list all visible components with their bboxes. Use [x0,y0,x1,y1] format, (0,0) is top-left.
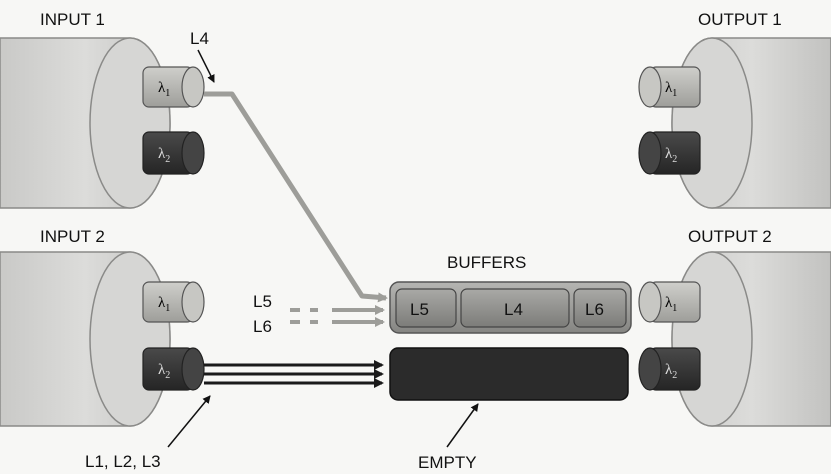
output-1-label: OUTPUT 1 [698,10,782,29]
l6-label: L6 [253,317,272,336]
output-2-lambda2-channel: λ2 [639,348,700,390]
input-2-drum [0,252,170,426]
l4-path [204,94,386,298]
output-2-lambda1-channel: λ1 [639,282,700,322]
l123-label: L1, L2, L3 [85,452,161,471]
empty-buffer-block [390,348,628,400]
buffer-slot-3-label: L6 [585,300,604,319]
output-2-label: OUTPUT 2 [688,227,772,246]
empty-pointer [447,404,478,447]
l1-l2-l3-paths [204,365,382,383]
buffer-slot-1-label: L5 [410,300,429,319]
output-2-drum [672,252,831,426]
input-2-lambda1-channel: λ1 [143,282,204,322]
buffers-label: BUFFERS [447,253,526,272]
l5-label: L5 [253,292,272,311]
empty-label: EMPTY [418,453,477,472]
input-1-lambda2-channel [143,132,204,174]
input-1-drum [0,38,170,208]
buffers-block: L5 L4 L6 [390,282,631,333]
input-2-lambda2-channel [143,348,204,390]
buffer-slot-2-label: L4 [504,300,523,319]
output-1-lambda1-channel: λ1 [639,67,700,107]
input-1-lambda1-channel: λ1 [143,67,204,107]
input-1-label: INPUT 1 [40,10,105,29]
output-1-drum [672,38,831,208]
input-2-label: INPUT 2 [40,227,105,246]
output-1-lambda2-channel: λ2 [639,132,700,174]
l123-pointer [168,396,210,447]
l4-label: L4 [190,29,209,48]
